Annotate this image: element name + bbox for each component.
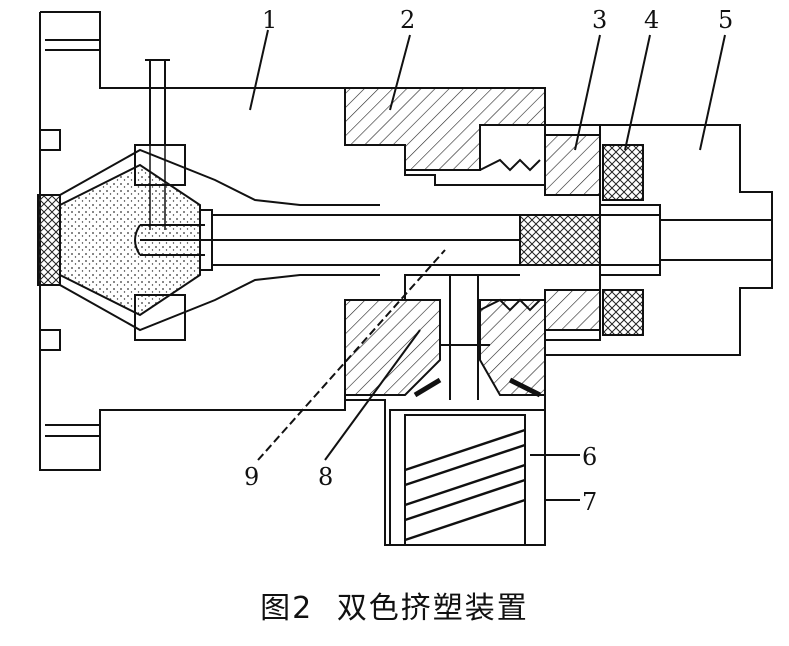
callout-9: 9 bbox=[244, 463, 259, 491]
figure-label: 图2 bbox=[260, 591, 314, 626]
leader-2 bbox=[389, 34, 411, 111]
feed-channel bbox=[440, 275, 490, 400]
bolt-vertical bbox=[145, 59, 170, 145]
insulator-4-top bbox=[602, 144, 644, 201]
flange-bolt-top bbox=[45, 39, 100, 51]
callout-7: 7 bbox=[582, 488, 597, 516]
block-lower-hatch bbox=[344, 299, 441, 396]
callout-2: 2 bbox=[400, 6, 415, 34]
thread-bottom bbox=[479, 298, 541, 312]
die-core-hatch bbox=[519, 214, 601, 266]
die-5-outline bbox=[545, 124, 773, 356]
leader-5 bbox=[699, 34, 726, 151]
leader-1 bbox=[249, 29, 269, 111]
flow-channel bbox=[212, 214, 520, 266]
gear-edge bbox=[37, 194, 61, 286]
callout-5: 5 bbox=[718, 6, 733, 34]
figure-caption: 图2 双色挤塑装置 bbox=[0, 583, 789, 627]
thread-top bbox=[479, 158, 541, 172]
callout-6: 6 bbox=[582, 443, 597, 471]
insulator-4-bottom bbox=[602, 289, 644, 336]
sleeve-3-hatch bbox=[544, 134, 601, 331]
mandrel-pin bbox=[134, 224, 520, 256]
callout-4: 4 bbox=[644, 6, 659, 34]
flange-bolt-bottom bbox=[45, 424, 100, 437]
callout-8: 8 bbox=[318, 463, 333, 491]
callout-1: 1 bbox=[262, 6, 277, 34]
flange-left bbox=[40, 129, 61, 351]
leader-3 bbox=[574, 34, 601, 151]
leader-4 bbox=[624, 34, 651, 151]
die-cone-outline bbox=[59, 148, 380, 206]
mandrel-insert bbox=[199, 209, 213, 271]
screw-flights bbox=[404, 428, 526, 542]
callout-3: 3 bbox=[592, 6, 607, 34]
leader-8 bbox=[324, 329, 421, 461]
block-2-hatch bbox=[344, 87, 546, 171]
leader-9 bbox=[257, 249, 446, 461]
figure-title: 双色挤塑装置 bbox=[336, 591, 529, 626]
